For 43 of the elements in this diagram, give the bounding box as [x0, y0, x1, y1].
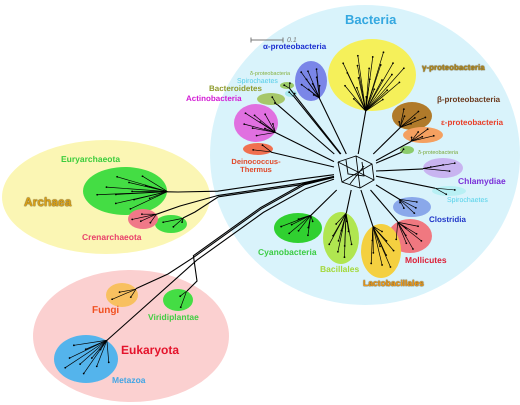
branch-line — [358, 110, 366, 154]
branch-line — [106, 178, 334, 342]
clade-label: Cyanobacteria — [258, 248, 317, 258]
branch-line — [346, 190, 352, 214]
clade-label: Actinobacteria — [186, 95, 242, 104]
branch-line — [376, 168, 424, 172]
clade-label: α-proteobacteria — [263, 43, 326, 52]
clade-label: Fungi — [92, 305, 120, 316]
branch-line — [293, 96, 341, 154]
clade-label: Euryarchaeota — [61, 155, 120, 164]
domain-label: Eukaryota — [121, 344, 180, 358]
branch-line — [376, 176, 436, 189]
branch-line — [276, 104, 335, 154]
branch-line — [318, 98, 347, 154]
branch-line — [289, 88, 342, 154]
branch-line — [186, 176, 334, 292]
domain-label: Bacteria — [345, 13, 396, 28]
clade-label: Bacteroidetes — [209, 85, 262, 94]
branch-line — [370, 190, 398, 222]
clade-label: Mollicutes — [405, 256, 447, 266]
clade-label: Chlamydiae — [458, 177, 506, 186]
clade-label: Viridiplantae — [148, 313, 199, 322]
branch-line — [274, 132, 334, 162]
branch-line — [135, 176, 334, 290]
branch-line — [270, 152, 334, 168]
clade-label: β-proteobacteria — [437, 96, 500, 105]
clade-label: γ-proteobacteria — [422, 64, 485, 73]
branch-line — [310, 190, 338, 216]
branch-line — [156, 176, 334, 215]
clade-ellipse — [155, 215, 187, 233]
clade-label: Metazoa — [112, 376, 146, 386]
branch-line — [167, 174, 334, 193]
branch-line — [360, 190, 374, 226]
clade-label: Bacillales — [320, 265, 360, 274]
branch-line — [372, 127, 401, 154]
clade-label: Crenarchaeota — [82, 233, 142, 242]
branch-line — [376, 184, 400, 200]
branch-line — [376, 152, 402, 164]
clade-label: Lactobacillales — [363, 279, 424, 288]
branch-line — [376, 140, 412, 162]
clade-label: ε-proteobacteria — [441, 119, 504, 128]
clade-label: Clostridia — [429, 216, 466, 225]
domain-label: Archaea — [24, 196, 72, 210]
